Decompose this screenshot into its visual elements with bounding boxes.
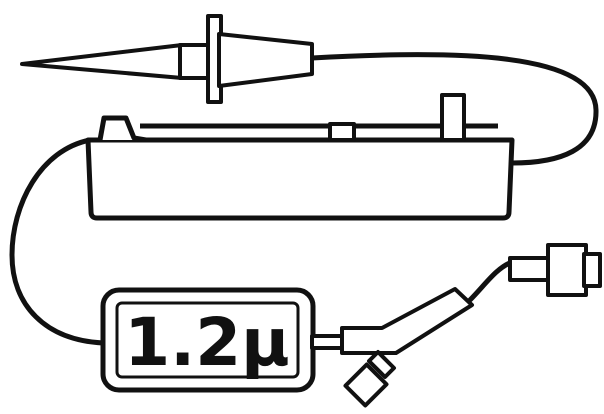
tubing-cassette-to-filter — [9, 137, 106, 346]
cassette-left-hook — [97, 115, 147, 143]
spike-tip — [20, 43, 184, 80]
y-site-lower-arm — [367, 350, 396, 379]
luer-connector-icon — [508, 243, 602, 297]
spike-drip-chamber — [217, 32, 314, 88]
filter-inner-frame — [115, 301, 300, 379]
tubing-y-site-to-luer — [467, 259, 515, 303]
cassette-right-post — [440, 93, 466, 142]
y-site-body — [340, 287, 474, 355]
spike-icon — [20, 14, 314, 104]
spike-shaft — [178, 43, 212, 80]
tubing-spike-to-cassette — [309, 52, 599, 166]
pump-cassette-icon — [85, 93, 515, 221]
luer-cap — [582, 252, 602, 288]
luer-hub — [546, 243, 588, 297]
inline-filter-icon: 1.2µ — [100, 287, 316, 393]
cassette-center-tab — [328, 122, 356, 142]
y-site-stub — [310, 334, 346, 350]
filter-rating-label: 1.2µ — [124, 304, 289, 381]
luer-body — [508, 256, 552, 282]
cassette-body — [85, 137, 515, 221]
y-site-icon — [310, 287, 474, 408]
y-site-port — [343, 362, 389, 408]
